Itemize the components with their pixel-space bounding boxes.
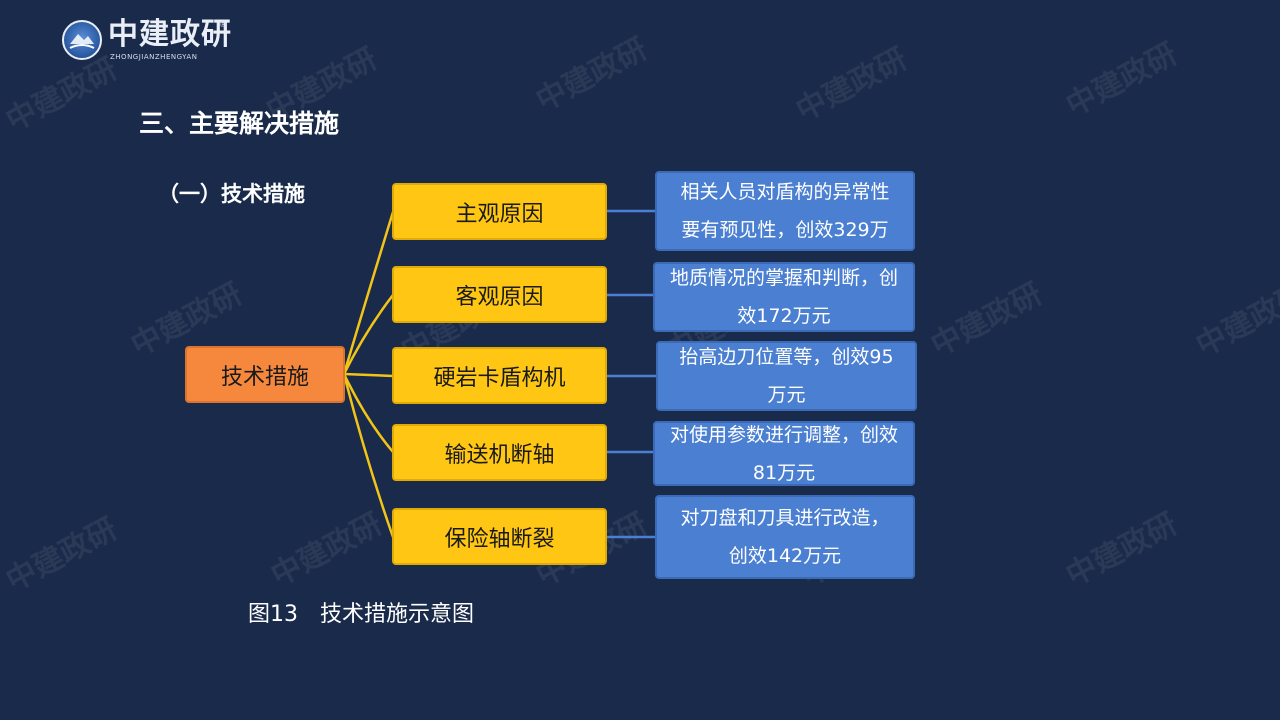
detail-node-4-line-2: 81万元 [752,461,816,484]
detail-node-1: 相关人员对盾构的异常性 要有预见性，创效329万 [655,171,915,251]
connector-root-branch-1 [342,211,395,375]
branch-node-1: 主观原因 [392,183,607,240]
branch-node-4: 输送机断轴 [392,424,607,481]
detail-node-1-line-2: 要有预见性，创效329万 [681,219,889,241]
sub-title: （一）技术措施 [158,182,305,206]
logo-name: 中建政研 [108,17,232,52]
detail-node-2: 地质情况的掌握和判断，创 效172万元 [653,262,915,332]
detail-node-4-line-1: 对使用参数进行调整，创效 [669,423,898,446]
detail-node-2-line-2: 效172万元 [737,305,831,327]
branch-node-5: 保险轴断裂 [392,508,607,565]
connector-root-branch-5 [342,373,395,538]
detail-node-2-line-1: 地质情况的掌握和判断，创 [669,267,898,289]
section-title: 三、主要解决措施 [139,109,340,138]
detail-node-5: 对刀盘和刀具进行改造， 创效142万元 [655,495,915,579]
detail-node-3-line-1: 抬高边刀位置等，创效95 [679,346,894,368]
branch-to-detail-connectors [606,209,657,539]
logo-registered-mark: ® [219,20,227,29]
logo-emblem-icon [62,20,102,60]
root-node: 技术措施 [185,346,345,403]
connector-root-branch-4 [342,373,394,453]
detail-node-5-line-1: 对刀盘和刀具进行改造， [680,507,890,529]
detail-node-3: 抬高边刀位置等，创效95 万元 [656,341,917,411]
detail-node-5-line-2: 创效142万元 [728,545,842,567]
logo: 中建政研 ZHONGJIANZHENGYAN ® [62,17,232,64]
connector-root-branch-3 [343,372,394,378]
branch-node-2: 客观原因 [392,266,607,323]
detail-node-4: 对使用参数进行调整，创效 81万元 [653,421,915,486]
figure-caption: 图13 技术措施示意图 [248,602,474,627]
connector-root-branch-2 [342,294,394,375]
branch-node-3: 硬岩卡盾构机 [392,347,607,404]
root-to-branch-connectors [342,211,395,538]
detail-node-3-line-2: 万元 [767,384,806,406]
detail-node-1-line-1: 相关人员对盾构的异常性 [680,181,890,203]
logo-pinyin: ZHONGJIANZHENGYAN [110,53,198,61]
